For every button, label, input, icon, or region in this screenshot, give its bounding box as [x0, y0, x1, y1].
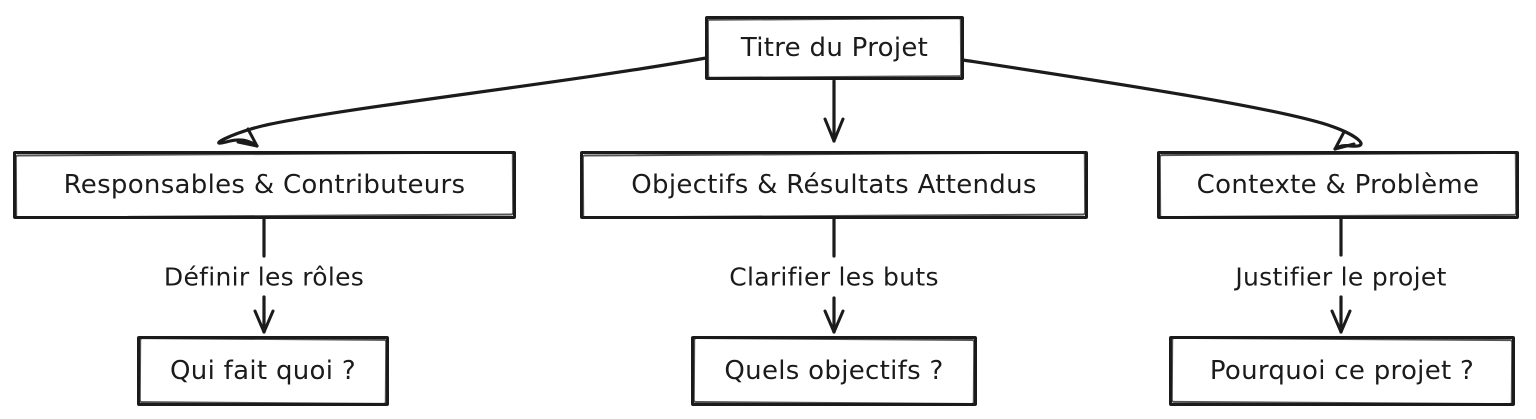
- node-responsables-contributeurs: Responsables & Contributeurs: [13, 151, 516, 219]
- node-contexte-probleme: Contexte & Problème: [1157, 151, 1519, 219]
- node-quels-objectifs: Quels objectifs ?: [691, 336, 977, 406]
- node-project-title: Titre du Projet: [705, 16, 964, 80]
- edge-label-justifier-le-projet: Justifier le projet: [1227, 262, 1455, 292]
- arrow-title-to-responsables: [217, 56, 708, 148]
- arrow-objectifs-to-leaf: [823, 217, 845, 334]
- node-qui-fait-quoi: Qui fait quoi ?: [137, 336, 389, 406]
- arrow-contexte-to-leaf: [1330, 217, 1352, 334]
- node-objectifs-resultats: Objectifs & Résultats Attendus: [580, 151, 1088, 219]
- arrow-responsables-to-leaf: [253, 217, 275, 334]
- edge-label-definir-les-roles: Définir les rôles: [155, 262, 373, 292]
- edge-label-clarifier-les-buts: Clarifier les buts: [721, 262, 947, 292]
- arrow-title-to-objectifs: [823, 79, 845, 143]
- node-pourquoi-ce-projet: Pourquoi ce projet ?: [1169, 336, 1515, 406]
- arrow-title-to-contexte: [961, 58, 1363, 151]
